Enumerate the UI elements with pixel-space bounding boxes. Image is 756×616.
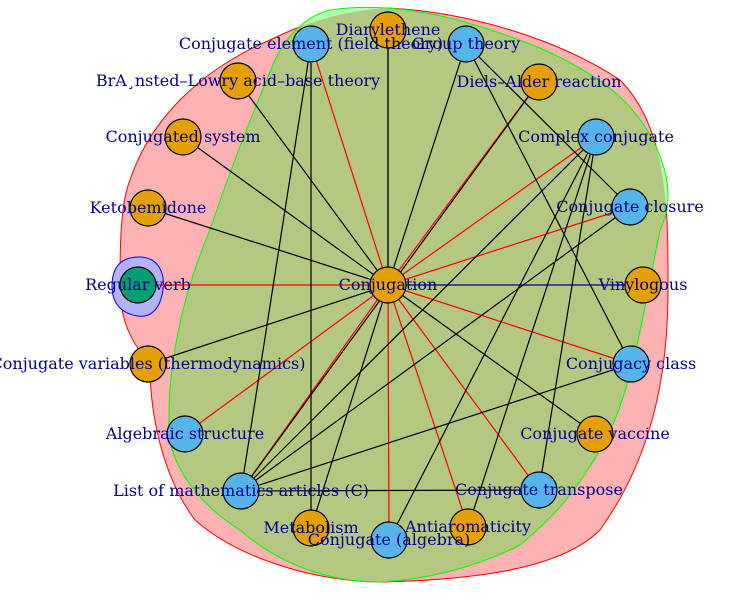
edge-conjugation-conjugate-closure <box>387 206 631 286</box>
edge-list-math-conjugate-closure <box>240 206 631 492</box>
node-label-conjugate-transpose: Conjugate transpose <box>455 480 623 499</box>
node-label-conjugate-algebra: Conjugate (algebra) <box>308 530 471 549</box>
node-diarylethene[interactable] <box>369 11 407 49</box>
node-label-group-theory: Group theory <box>412 34 520 53</box>
node-label-conjugate-element: Conjugate element (field theory) <box>179 34 443 53</box>
edge-conjugation-conjugate-variables <box>147 284 389 365</box>
node-diels-alder[interactable] <box>520 63 558 101</box>
edge-conjugation-conjugate-algebra <box>387 284 390 541</box>
edge-conjugation-metabolism <box>310 284 389 529</box>
node-bronsted[interactable] <box>219 62 257 100</box>
edge-conjugation-antiaromaticity <box>387 284 469 528</box>
node-label-conjugate-variables: Conjugate variables (thermodynamics) <box>0 354 305 373</box>
node-label-conjugation: Conjugation <box>339 275 438 294</box>
node-label-conjugate-closure: Conjugate closure <box>556 197 704 216</box>
node-conjugated-system[interactable] <box>164 118 202 156</box>
node-conjugation[interactable] <box>369 266 407 304</box>
node-label-conjugated-system: Conjugated system <box>106 127 261 146</box>
node-label-algebraic-structure: Algebraic structure <box>105 424 264 443</box>
edge-conjugation-bronsted <box>237 80 389 286</box>
node-label-regular-verb: Regular verb <box>85 275 191 294</box>
node-label-complex-conjugate: Complex conjugate <box>518 127 674 146</box>
node-conjugate-vaccine[interactable] <box>576 415 614 453</box>
node-conjugate-algebra[interactable] <box>370 521 408 559</box>
node-label-metabolism: Metabolism <box>263 518 358 537</box>
node-regular-verb[interactable] <box>119 266 157 304</box>
node-label-vinylogous: Vinylogous <box>598 275 688 294</box>
edge-complex-conjugate-antiaromaticity <box>467 136 597 528</box>
node-label-ketobemidone: Ketobemidone <box>90 198 207 217</box>
node-label-diarylethene: Diarylethene <box>336 20 441 39</box>
node-label-antiaromaticity: Antiaromaticity <box>404 517 531 536</box>
node-complex-conjugate[interactable] <box>577 118 615 156</box>
edge-conjugation-complex-conjugate <box>387 136 597 286</box>
node-conjugate-variables[interactable] <box>129 345 167 383</box>
node-label-list-math: List of mathematics articles (C) <box>113 481 369 500</box>
edge-group-theory-conjugacy-class <box>465 43 632 365</box>
edge-complex-conjugate-conjugate-transpose <box>538 136 597 491</box>
node-conjugate-transpose[interactable] <box>520 471 558 509</box>
edge-group-theory-conjugate-closure <box>465 43 631 208</box>
edge-conjugation-conjugate-element <box>310 43 389 286</box>
edge-list-math-conjugate-element <box>240 43 312 492</box>
edge-list-math-complex-conjugate <box>240 136 597 492</box>
node-conjugacy-class[interactable] <box>612 345 650 383</box>
node-vinylogous[interactable] <box>624 266 662 304</box>
node-metabolism[interactable] <box>292 509 330 547</box>
edge-conjugation-ketobemidone <box>147 207 389 286</box>
node-label-bronsted: BrA¸nsted–Lowry acid–base theory <box>96 71 380 90</box>
node-antiaromaticity[interactable] <box>449 508 487 546</box>
node-label-diels-alder: Diels–Alder reaction <box>457 72 622 91</box>
edge-conjugation-conjugacy-class <box>387 284 632 365</box>
nodes <box>119 11 662 559</box>
edge-list-math-conjugacy-class <box>240 363 632 492</box>
node-conjugate-closure[interactable] <box>611 188 649 226</box>
edges <box>138 30 643 541</box>
edge-conjugation-conjugated-system <box>182 136 389 286</box>
node-group-theory[interactable] <box>447 25 485 63</box>
edge-conjugation-group-theory <box>387 43 467 286</box>
node-label-conjugacy-class: Conjugacy class <box>566 354 696 373</box>
edge-conjugation-algebraic-structure <box>184 284 389 435</box>
edge-list-math-conjugate-transpose <box>240 489 540 492</box>
node-algebraic-structure[interactable] <box>166 415 204 453</box>
node-ketobemidone[interactable] <box>129 189 167 227</box>
edge-complex-conjugate-conjugate-algebra <box>388 136 597 541</box>
node-conjugate-element[interactable] <box>292 25 330 63</box>
node-label-conjugate-vaccine: Conjugate vaccine <box>520 424 670 443</box>
node-list-math[interactable] <box>222 472 260 510</box>
